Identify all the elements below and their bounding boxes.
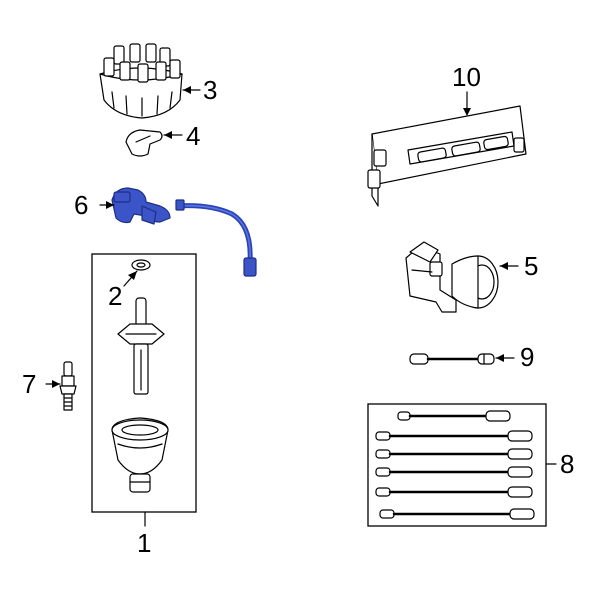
- callout-9: 9: [495, 342, 534, 372]
- distributor-shaft[interactable]: [117, 297, 165, 395]
- distributor-housing[interactable]: [111, 417, 169, 493]
- callout-5: 5: [499, 251, 538, 281]
- callout-2-label: 2: [108, 281, 122, 311]
- spark-plug-wire: [379, 508, 535, 520]
- callout-7: 7: [22, 369, 61, 399]
- callout-3: 3: [182, 75, 217, 105]
- callout-8: 8: [545, 449, 574, 479]
- callout-10-label: 10: [452, 62, 481, 92]
- spark-plug-wire: [375, 486, 533, 498]
- spark-plug[interactable]: [59, 361, 77, 411]
- distributor-o-ring[interactable]: [131, 259, 151, 271]
- engine-control-module[interactable]: [367, 105, 527, 207]
- ignition-coil[interactable]: [405, 241, 499, 313]
- spark-plug-wire-set-box: [367, 403, 547, 527]
- spark-plug-wire-set[interactable]: [375, 410, 535, 520]
- callout-5-label: 5: [524, 251, 538, 281]
- camshaft-position-sensor[interactable]: [111, 187, 257, 277]
- coil-wire[interactable]: [409, 353, 495, 365]
- callout-6-label: 6: [74, 190, 88, 220]
- callout-3-label: 3: [203, 75, 217, 105]
- spark-plug-wire: [397, 410, 511, 422]
- callout-1: 1: [137, 511, 151, 558]
- callout-2: 2: [108, 270, 138, 311]
- callout-7-label: 7: [22, 369, 36, 399]
- callout-9-label: 9: [520, 342, 534, 372]
- callout-8-label: 8: [560, 449, 574, 479]
- distributor-rotor[interactable]: [125, 129, 163, 157]
- callout-6: 6: [74, 190, 115, 220]
- callout-10: 10: [452, 62, 481, 116]
- spark-plug-wire: [375, 448, 533, 460]
- callout-4: 4: [163, 121, 200, 151]
- callout-4-label: 4: [186, 121, 200, 151]
- callout-1-label: 1: [137, 528, 151, 558]
- spark-plug-wire: [375, 466, 533, 478]
- spark-plug-wire: [375, 430, 533, 442]
- distributor-cap[interactable]: [99, 43, 183, 119]
